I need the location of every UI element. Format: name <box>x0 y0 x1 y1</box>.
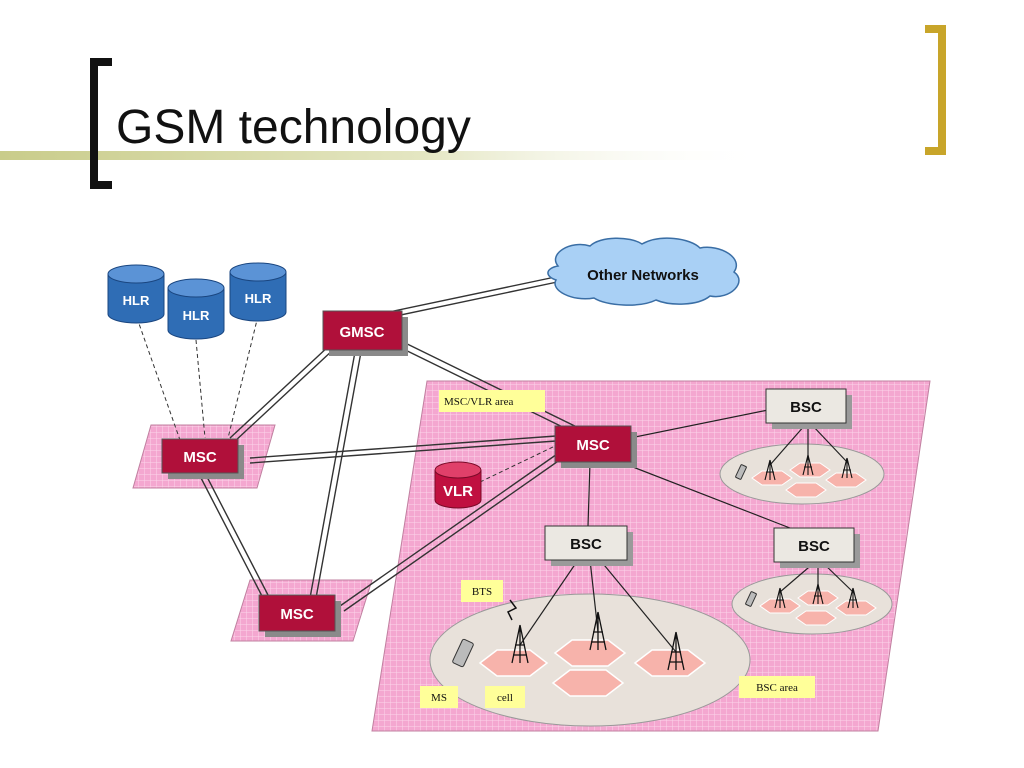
hlr-label-3: HLR <box>245 291 272 306</box>
trunk-lines <box>199 275 588 612</box>
bsc-right-node: BSC <box>773 527 860 568</box>
msc-center-label: MSC <box>576 437 610 454</box>
vlr-database-icon: VLR <box>434 461 482 509</box>
tag-bts: BTS <box>461 580 503 602</box>
msc-bottom-label: MSC <box>280 606 314 623</box>
gmsc-node: GMSC <box>322 310 408 356</box>
msc-center-node: MSC <box>554 425 637 468</box>
bsc-right-label: BSC <box>798 538 830 555</box>
signaling-links <box>136 315 556 483</box>
tag-msc-vlr-area-text: MSC/VLR area <box>444 396 513 408</box>
tag-cell-text: cell <box>497 692 513 704</box>
tag-ms: MS <box>420 686 458 708</box>
hlr-database-icon: HLR HLR HLR <box>107 262 287 340</box>
tag-bsc-area: BSC area <box>739 676 815 698</box>
bsc-top-right-label: BSC <box>790 399 822 416</box>
msc-left-node: MSC <box>161 438 244 479</box>
bsc-top-right-node: BSC <box>765 388 852 429</box>
hlr-label-2: HLR <box>183 308 210 323</box>
msc-bsc-links <box>587 409 791 529</box>
tag-bts-text: BTS <box>472 586 492 598</box>
cloud-label: Other Networks <box>587 267 699 284</box>
right-bracket <box>925 25 946 155</box>
bsc-center-label: BSC <box>570 536 602 553</box>
title-underline-bar <box>0 151 770 160</box>
vlr-label: VLR <box>443 483 473 500</box>
left-bracket <box>90 58 112 189</box>
slide-title: GSM technology <box>116 101 471 154</box>
bts-tower-small-icon <box>764 454 859 609</box>
tag-msc-vlr-area: MSC/VLR area <box>439 390 545 412</box>
bsc-bts-links <box>519 424 854 653</box>
bsc-center-node: BSC <box>544 525 633 566</box>
hlr-label-1: HLR <box>123 293 150 308</box>
tag-cell: cell <box>485 686 525 708</box>
gmsc-label: GMSC <box>340 324 385 341</box>
msc-left-label: MSC <box>183 449 217 466</box>
tag-bsc-area-text: BSC area <box>756 682 798 694</box>
mobile-station-icon <box>452 464 757 668</box>
tag-ms-text: MS <box>431 692 447 704</box>
bts-tower-icon <box>506 599 685 671</box>
cells-top-right <box>751 462 867 498</box>
msc-bottom-node: MSC <box>258 594 341 637</box>
cloud-icon <box>547 237 740 306</box>
